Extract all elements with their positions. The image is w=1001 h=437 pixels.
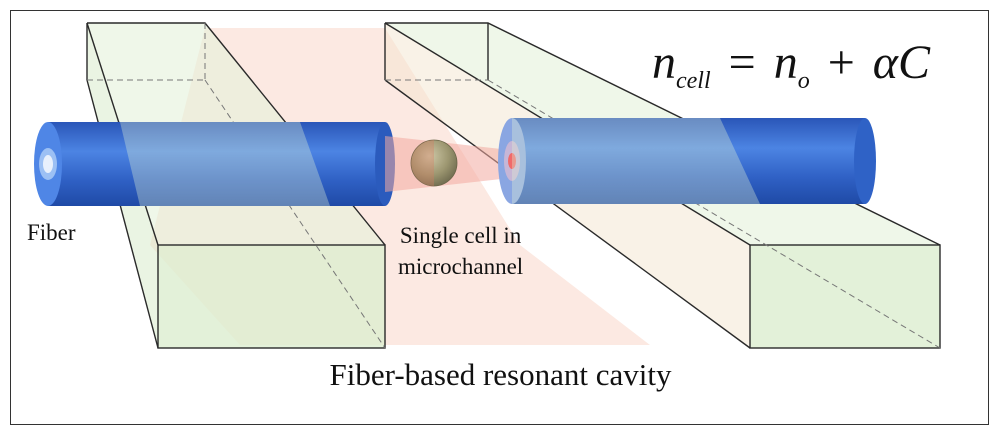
formula-plus: + xyxy=(827,36,855,89)
cell-label-line1: Single cell in xyxy=(399,223,522,248)
formula-rhs-var: n xyxy=(773,36,798,89)
formula-equals: = xyxy=(728,36,756,89)
fiber-label: Fiber xyxy=(27,220,76,245)
formula-alpha: α xyxy=(872,36,898,89)
formula-lhs-var: n xyxy=(652,36,676,89)
cell-label: Single cell in microchannel xyxy=(398,220,523,282)
cell-label-line2: microchannel xyxy=(398,254,524,279)
formula-rhs-sub: o xyxy=(797,68,810,94)
single-cell xyxy=(410,139,458,187)
left-fiber xyxy=(34,122,395,206)
formula-c: C xyxy=(898,36,931,89)
formula-lhs-sub: cell xyxy=(676,68,711,94)
cavity-caption: Fiber-based resonant cavity xyxy=(329,357,672,392)
refractive-index-formula: ncell = no + αC xyxy=(652,35,930,95)
right-fiber xyxy=(498,118,876,204)
